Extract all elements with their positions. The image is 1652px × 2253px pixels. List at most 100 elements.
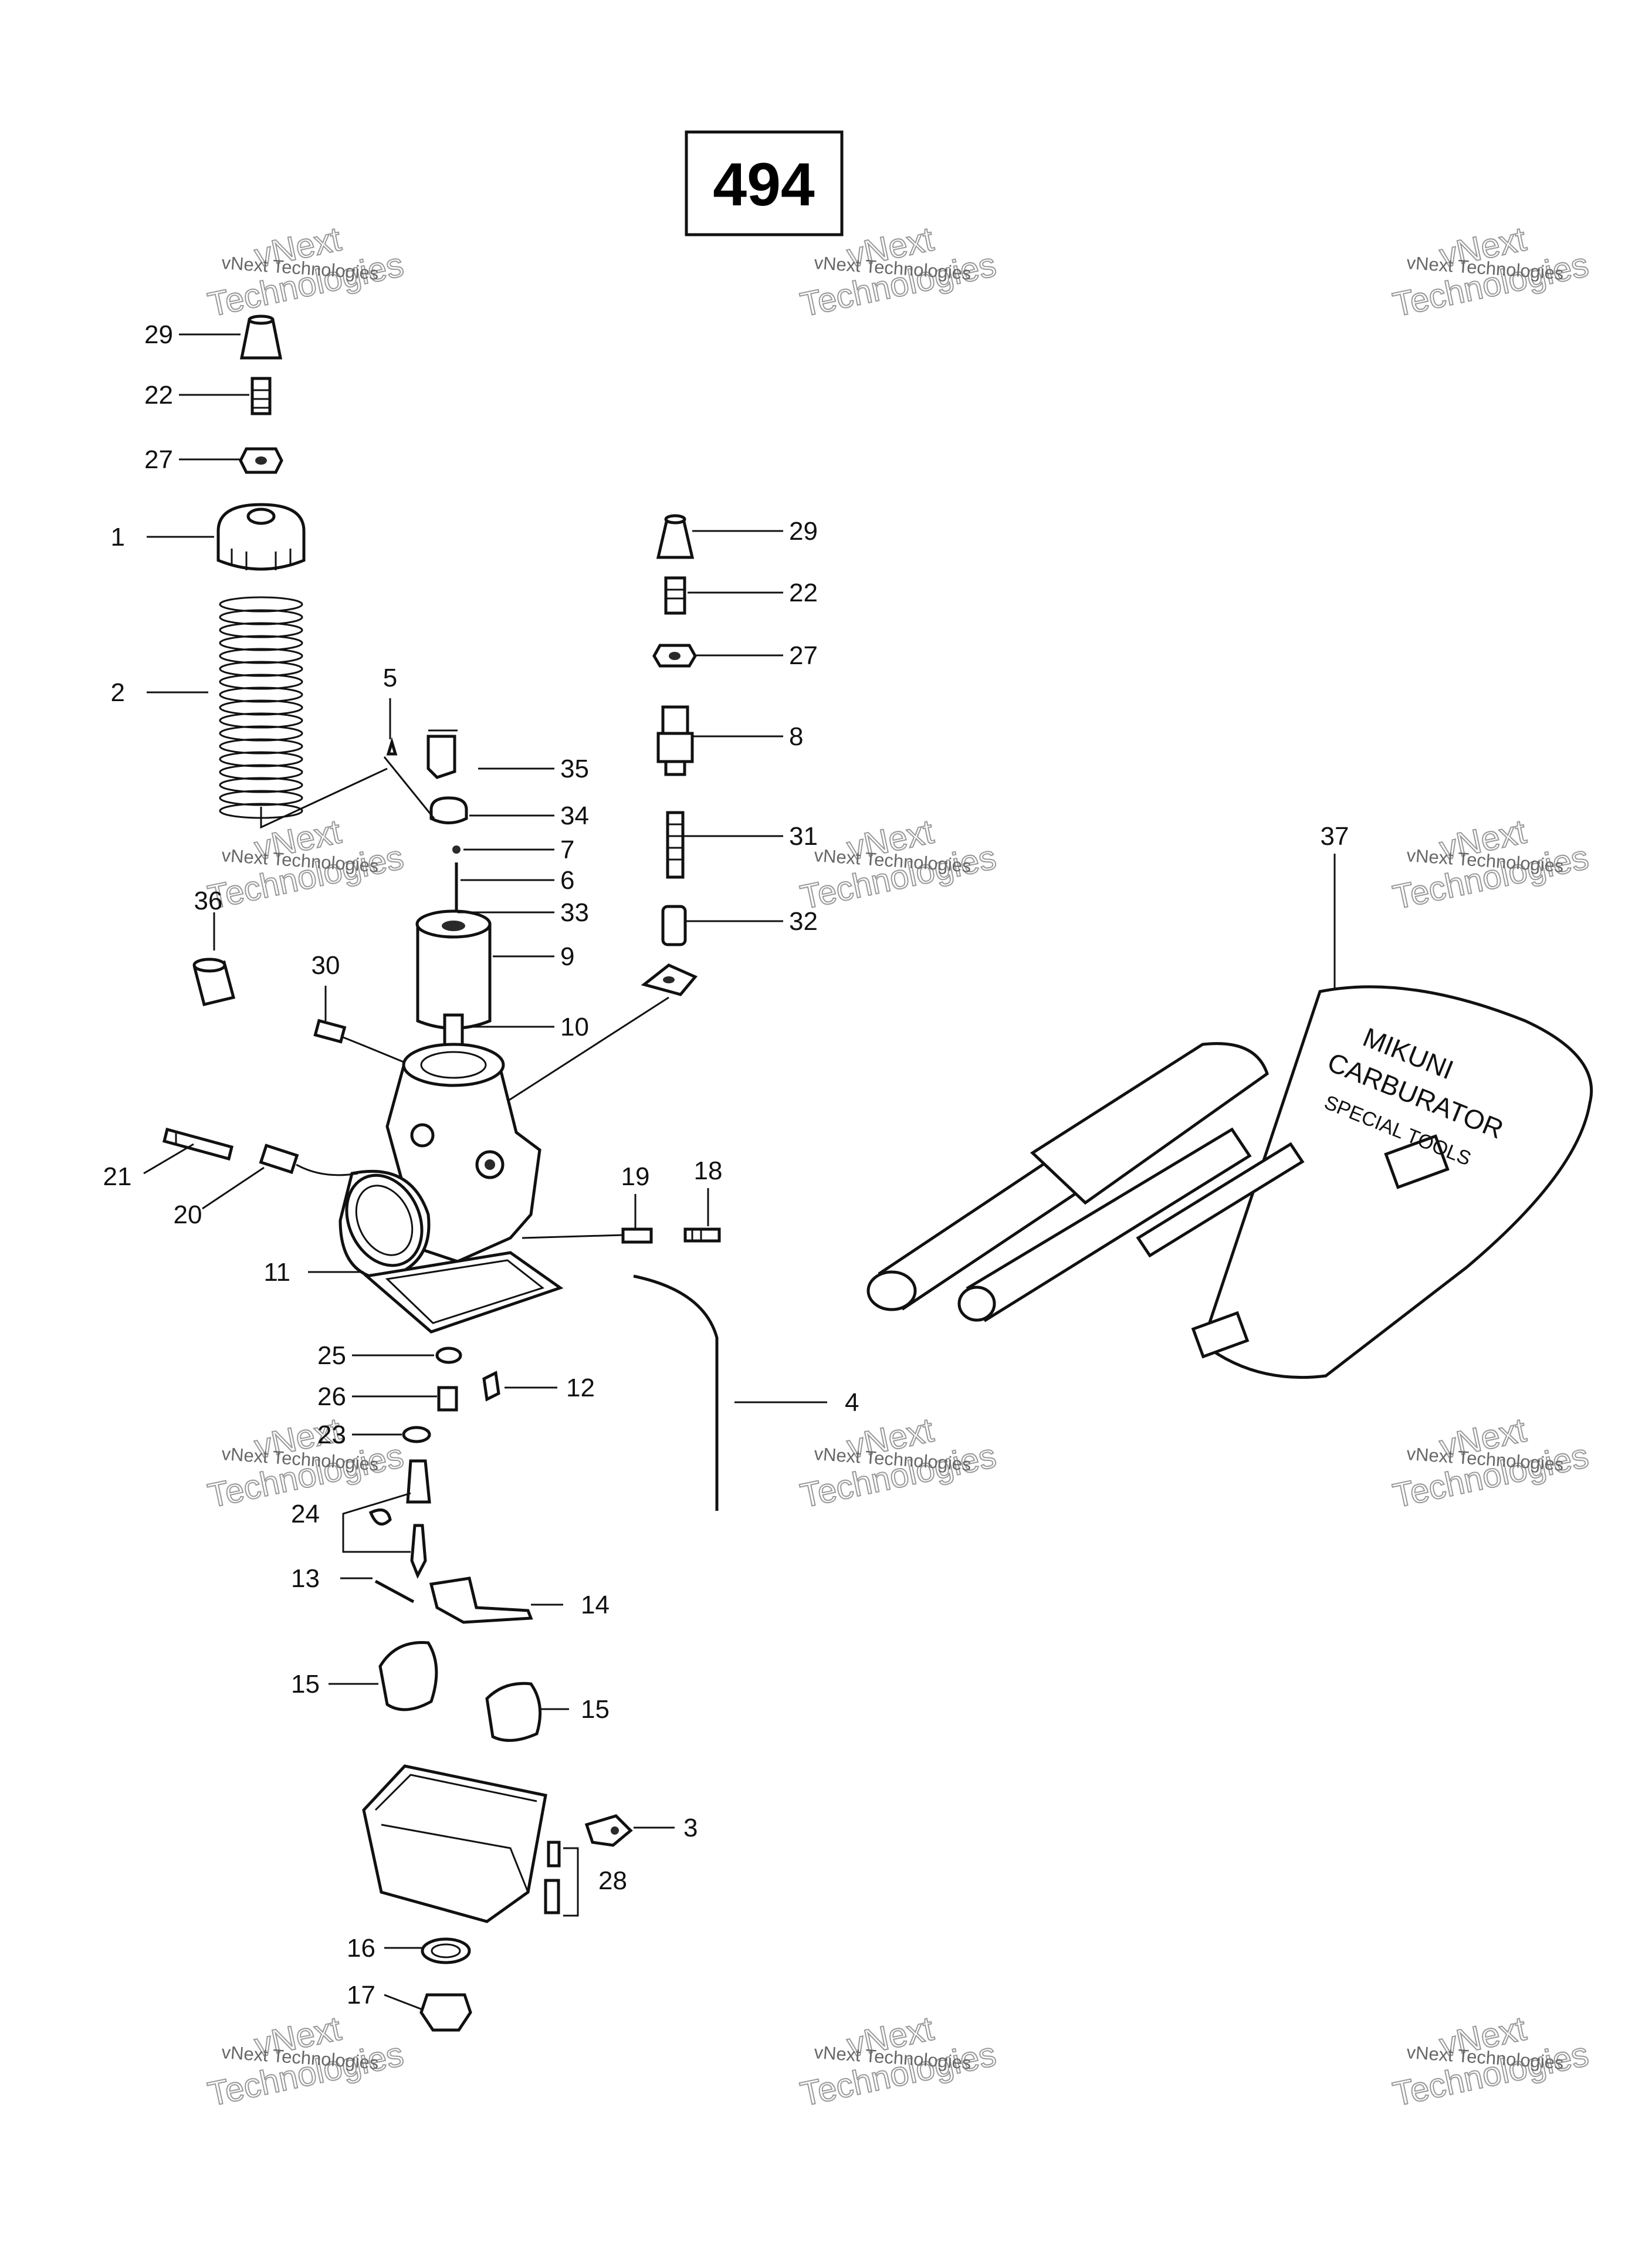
part-chamber-cap: [216, 503, 306, 571]
callout-25: 25: [317, 1341, 346, 1370]
callout-10: 10: [560, 1013, 589, 1041]
part-needle-valve-24: [368, 1459, 431, 1579]
callout-24: 24: [291, 1500, 320, 1528]
part-carburetor-body: [338, 1043, 541, 1281]
callout-35: 35: [560, 755, 589, 783]
part-tool-kit: MIKUNI CARBURATOR SPECIAL TOOLS: [866, 985, 1593, 1379]
spring-coil: [219, 596, 303, 613]
part-nut-left: [239, 447, 283, 474]
leader-lines: [143, 333, 1336, 2011]
part-screw-18: [683, 1227, 721, 1243]
part-cap-top-left: [239, 314, 283, 360]
callout-13: 13: [291, 1564, 320, 1593]
callout-1: 1: [111, 523, 125, 552]
spring-coil: [219, 725, 303, 742]
part-float-gasket: [363, 1251, 564, 1334]
callout-33: 33: [560, 898, 589, 927]
callout-12: 12: [566, 1374, 595, 1402]
callout-2: 2: [111, 678, 125, 707]
spring-coil: [219, 622, 303, 638]
callout-3: 3: [683, 1814, 698, 1842]
part-float-bowl: [362, 1764, 547, 1923]
callout-11: 11: [263, 1258, 290, 1287]
spring-coil: [219, 764, 303, 780]
callout-22-left: 22: [144, 381, 173, 410]
part-washer-23: [402, 1426, 431, 1443]
callout-30: 30: [312, 951, 340, 980]
callout-32: 32: [789, 907, 818, 936]
callout-36: 36: [194, 887, 223, 915]
callout-27-left: 27: [144, 445, 173, 474]
callout-15-right: 15: [581, 1695, 610, 1724]
callout-28: 28: [598, 1866, 627, 1895]
callout-22-right: 22: [789, 579, 818, 607]
callout-15-left: 15: [291, 1670, 320, 1699]
part-screws-28: [544, 1841, 561, 1914]
part-pilot-jet-12: [482, 1371, 500, 1402]
part-screw-19: [621, 1227, 653, 1244]
spring-coil: [219, 712, 303, 729]
part-drain-plug-17: [419, 1993, 472, 2032]
callout-34: 34: [560, 801, 589, 830]
part-spring-20: [259, 1144, 358, 1176]
callout-23: 23: [317, 1420, 346, 1449]
page-number: 494: [713, 151, 815, 219]
callout-19: 19: [621, 1162, 650, 1191]
part-float-pin-13: [374, 1579, 415, 1604]
part-plunger-body: [656, 705, 694, 776]
callout-29-right: 29: [789, 517, 818, 546]
part-throttle-valve: [415, 909, 492, 1030]
part-overflow-tube: [633, 1274, 719, 1511]
part-plunger-gasket: [504, 963, 698, 1104]
part-ring-25: [435, 1347, 462, 1364]
callout-26: 26: [317, 1382, 346, 1411]
callout-21: 21: [103, 1162, 132, 1191]
spring-coil: [219, 661, 303, 677]
part-adjuster-right: [664, 576, 686, 615]
spring-coil: [219, 609, 303, 625]
part-float-a: [378, 1641, 438, 1711]
callout-6: 6: [560, 866, 574, 895]
callout-20: 20: [174, 1200, 202, 1229]
part-idle-screw-21: [162, 1127, 234, 1161]
spring-coil: [219, 674, 303, 690]
callout-9: 9: [560, 942, 574, 971]
part-jet-26: [437, 1386, 458, 1412]
spring-coil: [219, 699, 303, 716]
callout-18: 18: [694, 1156, 723, 1185]
part-plunger-spring: [666, 811, 685, 879]
part-plunger: [661, 905, 687, 946]
spring-coil: [219, 790, 303, 806]
spring-coil: [219, 635, 303, 651]
callout-31: 31: [789, 822, 818, 851]
spring-coil: [219, 751, 303, 767]
callout-labels: 29 22 27 1 2 5 35 34 7 6 33 9 36 30 10 2…: [103, 320, 1349, 2010]
callout-5: 5: [383, 664, 397, 692]
part-adjuster-left: [250, 377, 272, 415]
part-air-screw-30: [313, 1019, 411, 1066]
part-needle-clip-group: [383, 729, 468, 854]
callout-4: 4: [845, 1388, 859, 1417]
callout-7: 7: [560, 835, 574, 864]
spring-coil: [219, 648, 303, 664]
part-sleeve: [192, 958, 236, 1007]
part-float-b: [485, 1682, 542, 1742]
callout-27-right: 27: [789, 641, 818, 670]
page-number-box: 494: [685, 130, 844, 236]
spring-coil: [219, 738, 303, 755]
part-bracket-3: [584, 1814, 633, 1847]
spring-coil: [219, 686, 303, 703]
callout-29-left: 29: [144, 320, 173, 349]
